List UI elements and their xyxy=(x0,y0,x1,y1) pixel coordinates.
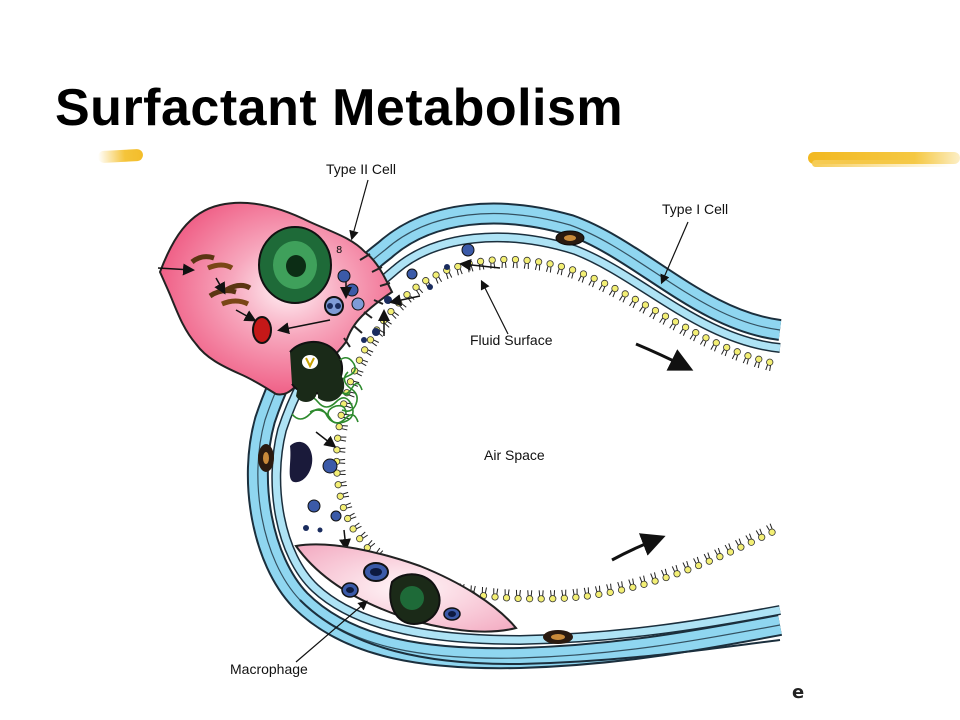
outer-wall-edge xyxy=(299,599,781,666)
surfactant-molecule xyxy=(639,301,650,314)
surfactant-molecule xyxy=(649,306,660,320)
surfactant-molecule xyxy=(766,523,776,536)
surfactant-molecule xyxy=(333,446,346,454)
surfactant-molecule xyxy=(349,522,362,533)
surfactant-monolayer xyxy=(333,255,776,603)
surfactant-molecule xyxy=(363,540,376,552)
type2-cell: 8 xyxy=(157,201,394,396)
surfactant-molecule xyxy=(537,590,545,603)
surfactant-molecule xyxy=(572,588,580,601)
surfactant-molecule xyxy=(356,531,368,543)
surfactant-molecule xyxy=(679,323,690,336)
surfactant-molecule xyxy=(753,355,763,369)
surfactant-molecule xyxy=(588,274,598,288)
surface-flow-arrows xyxy=(611,342,694,562)
surfactant-molecule xyxy=(412,283,424,296)
surfactant-molecule xyxy=(699,334,710,347)
surfactant-molecule xyxy=(556,262,566,276)
surfactant-molecule xyxy=(545,260,554,273)
surfactant-molecule xyxy=(502,589,511,602)
surfactant-molecule xyxy=(567,266,577,279)
surfactant-molecule xyxy=(361,346,374,357)
surfactant-molecule xyxy=(511,255,520,269)
hypophase-arrows xyxy=(315,258,501,551)
slide-title: Surfactant Metabolism xyxy=(55,79,624,137)
label-fluid-surface: Fluid Surface xyxy=(470,332,553,348)
surfactant-molecule xyxy=(689,329,700,342)
secreted-lamellar-body xyxy=(289,368,345,483)
surfactant-molecule xyxy=(650,572,659,585)
surfactant-molecule xyxy=(534,258,543,271)
surfactant-molecule xyxy=(560,589,568,602)
surfactant-molecule xyxy=(724,543,735,556)
surfactant-molecule xyxy=(380,317,392,328)
surfactant-molecule xyxy=(608,284,619,298)
surfactant-molecule xyxy=(714,547,724,561)
surfactant-molecule xyxy=(337,411,350,420)
surfactant-molecule xyxy=(334,481,347,489)
surfactant-molecule xyxy=(669,318,680,331)
surfactant-molecule xyxy=(335,423,348,431)
surfactant-molecule xyxy=(387,307,399,319)
surfactant-molecule xyxy=(661,568,670,582)
surfactant-molecule xyxy=(671,564,681,578)
surfactant-molecule xyxy=(500,255,508,269)
surfactant-molecule xyxy=(476,257,485,271)
surfactant-molecule xyxy=(514,589,522,603)
highlight-stroke-right-thin xyxy=(812,160,952,167)
macrophage xyxy=(294,543,518,633)
surfactant-molecule xyxy=(595,585,603,598)
corner-logo-mark: e xyxy=(792,682,805,703)
surfactant-molecule xyxy=(465,259,474,273)
label-type2-cell: Type II Cell xyxy=(326,161,396,177)
surfactant-molecule xyxy=(336,491,350,500)
surfactant-molecule xyxy=(659,312,670,325)
surfactant-molecule xyxy=(693,556,703,570)
surfactant-molecule xyxy=(629,295,639,309)
surfactant-molecule xyxy=(710,339,720,352)
svg-text:8: 8 xyxy=(336,245,342,256)
surfactant-molecule xyxy=(333,469,346,477)
surfactant-molecule xyxy=(523,256,531,270)
type1-cell-wall xyxy=(246,202,783,670)
surfactant-molecule xyxy=(619,290,629,303)
surfactant-molecule xyxy=(344,512,357,523)
surfactant-molecule xyxy=(454,262,463,276)
surfactant-molecule xyxy=(731,348,741,361)
surfactant-molecule xyxy=(578,270,588,283)
surfactant-molecule xyxy=(432,271,443,284)
surfactant-molecule xyxy=(628,578,637,591)
surfactant-molecule xyxy=(682,560,692,574)
surfactant-molecule xyxy=(346,378,360,387)
surfactant-molecule xyxy=(355,356,369,367)
label-air-space: Air Space xyxy=(484,447,545,463)
surfactant-molecule xyxy=(721,343,731,357)
surfactant-molecule xyxy=(703,552,713,565)
surfactant-molecule xyxy=(765,358,774,372)
surfactant-molecule xyxy=(742,352,752,365)
alveolar-inner-membrane xyxy=(271,232,781,646)
label-macrophage: Macrophage xyxy=(230,661,308,677)
surfactant-molecule xyxy=(549,590,557,603)
surfactant-molecule xyxy=(755,528,766,541)
surfactant-molecule xyxy=(583,587,591,600)
surfactant-molecule xyxy=(606,583,614,596)
type1-cell-nuclei xyxy=(258,230,585,644)
surfactant-molecule xyxy=(339,502,353,512)
surfactant-molecule xyxy=(479,586,488,600)
surfactant-molecule xyxy=(491,588,499,601)
surfactant-molecule xyxy=(526,590,534,603)
surfactant-molecule xyxy=(334,434,347,442)
label-type1-cell: Type I Cell xyxy=(662,201,728,217)
leader-lines xyxy=(295,179,689,663)
surfactant-molecule xyxy=(617,581,626,594)
hypophase-vesicles xyxy=(303,243,475,533)
surfactant-molecule xyxy=(598,279,609,293)
surfactant-molecule xyxy=(735,538,745,551)
surfactant-molecule xyxy=(639,575,648,588)
surfactant-molecule xyxy=(366,336,380,347)
surfactant-molecule xyxy=(745,533,755,546)
